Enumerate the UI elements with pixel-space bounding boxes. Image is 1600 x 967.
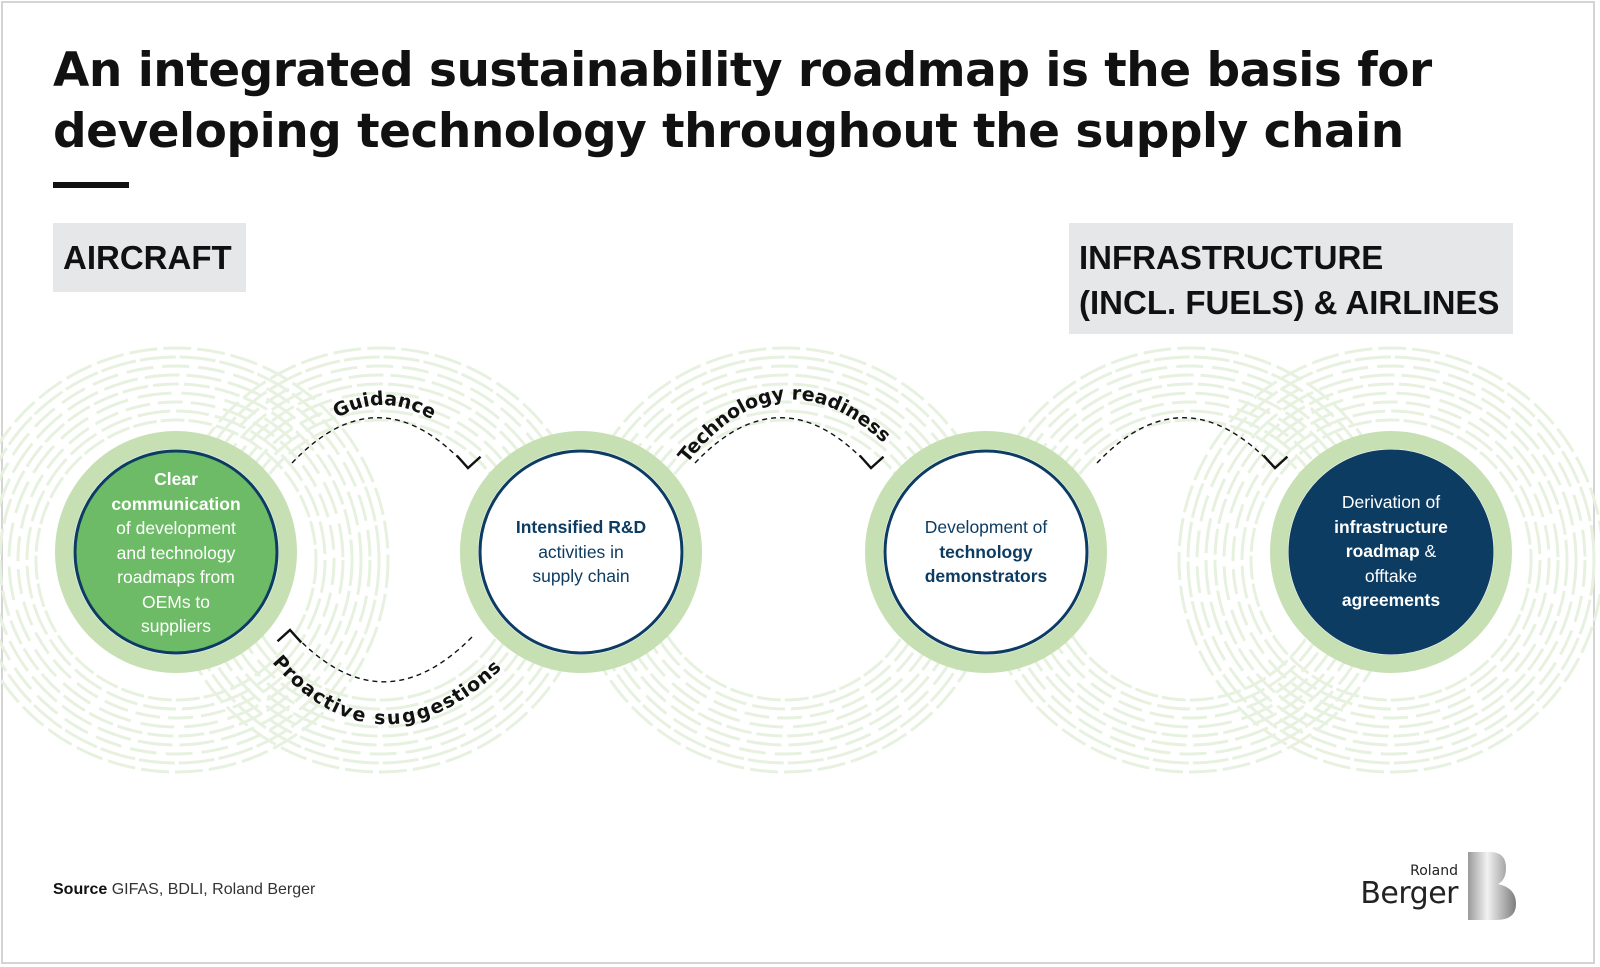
circle-text-line: offtake bbox=[1301, 564, 1481, 589]
background-ring bbox=[0, 373, 363, 747]
title-line-2: developing technology throughout the sup… bbox=[53, 104, 1404, 159]
background-ring bbox=[0, 346, 390, 774]
circle-rnd bbox=[460, 431, 702, 673]
circle-text-segment: Intensified R&D bbox=[515, 517, 647, 537]
circle-text-segment: & bbox=[1419, 541, 1437, 561]
technology-readiness-label: Technology readiness bbox=[674, 382, 895, 466]
infrastructure-label-2: (INCL. FUELS) & AIRLINES bbox=[1079, 284, 1500, 321]
circle-text-segment: Derivation of bbox=[1341, 492, 1441, 512]
background-ring bbox=[0, 364, 372, 756]
circle-text-rnd: Intensified R&D activities in supply chain bbox=[491, 515, 671, 589]
circle-text-segment: of development bbox=[116, 518, 236, 538]
aircraft-tag: AIRCRAFT bbox=[53, 223, 246, 292]
background-ring bbox=[1177, 346, 1600, 774]
background-ring bbox=[0, 355, 381, 765]
technology-readiness-arrow bbox=[694, 417, 885, 470]
circle-text-demonstrators: Development of technology demonstrators bbox=[896, 515, 1076, 589]
circle-text-segment: demonstrators bbox=[924, 566, 1048, 586]
circle-text-line: technology bbox=[896, 540, 1076, 565]
background-ring bbox=[1195, 364, 1587, 756]
source-note: Source GIFAS, BDLI, Roland Berger bbox=[53, 881, 315, 899]
circle-text-segment: technology bbox=[939, 541, 1033, 562]
infrastructure-arrow bbox=[1096, 417, 1289, 470]
circle-text-segment: suppliers bbox=[140, 616, 212, 636]
background-ring bbox=[1213, 382, 1569, 738]
circle-text-line: Intensified R&D bbox=[491, 515, 671, 540]
background-ring bbox=[25, 409, 327, 711]
circle-text-segment: activities in bbox=[538, 541, 624, 562]
title-line-1: An integrated sustainability roadmap is … bbox=[53, 43, 1432, 98]
background-ring bbox=[34, 418, 318, 702]
circle-text-line: Development of bbox=[896, 515, 1076, 540]
background-ring bbox=[1231, 400, 1551, 720]
aircraft-label: AIRCRAFT bbox=[63, 239, 232, 276]
page-title: An integrated sustainability roadmap is … bbox=[53, 40, 1432, 162]
background-ring bbox=[1240, 409, 1542, 711]
circle-text-segment: offtake bbox=[1364, 565, 1418, 586]
circle-text-segment: agreements bbox=[1341, 590, 1441, 610]
circle-text-line: activities in bbox=[491, 540, 671, 565]
circle-text-line: Clear bbox=[86, 467, 266, 492]
infrastructure-tag: INFRASTRUCTURE (INCL. FUELS) & AIRLINES bbox=[1069, 223, 1513, 334]
circle-text-line: roadmaps from bbox=[86, 565, 266, 590]
circle-text-line: supply chain bbox=[491, 564, 671, 589]
circle-text-aircraft: Clear communication of development and tech… bbox=[86, 467, 266, 639]
logo-b-mark-icon bbox=[1468, 852, 1516, 920]
circle-text-line: demonstrators bbox=[896, 564, 1076, 589]
circle-text-line: suppliers bbox=[86, 614, 266, 639]
circle-text-segment: supply chain bbox=[532, 566, 630, 586]
background-ring bbox=[16, 400, 336, 720]
circle-text-segment: and technology bbox=[116, 542, 236, 563]
background-ring bbox=[1186, 355, 1596, 765]
circle-text-line: agreements bbox=[1301, 588, 1481, 613]
circle-text-line: of development bbox=[86, 516, 266, 541]
logo-roland: Roland bbox=[1410, 863, 1458, 879]
circle-infrastructure bbox=[1270, 431, 1512, 673]
logo-berger: Berger bbox=[1360, 876, 1458, 911]
source-label: Source bbox=[53, 881, 108, 898]
guidance-arrow bbox=[291, 417, 482, 470]
title-rule bbox=[53, 182, 129, 188]
proactive-suggestions-arrow bbox=[276, 628, 473, 683]
background-ring bbox=[7, 391, 345, 729]
circle-text-segment: communication bbox=[111, 493, 241, 514]
background-ring bbox=[1204, 373, 1578, 747]
circle-text-segment: Development of bbox=[924, 517, 1048, 537]
guidance-label: Guidance bbox=[329, 388, 439, 424]
circle-text-segment: roadmap bbox=[1345, 541, 1420, 561]
circle-demonstrators bbox=[865, 431, 1107, 673]
circle-text-segment: roadmaps from bbox=[117, 567, 235, 587]
circle-text-line: infrastructure bbox=[1301, 515, 1481, 540]
circle-text-segment: infrastructure bbox=[1334, 516, 1448, 537]
circle-text-line: roadmap & bbox=[1301, 539, 1481, 564]
circle-text-line: Derivation of bbox=[1301, 490, 1481, 515]
circle-text-line: OEMs to bbox=[86, 590, 266, 615]
background-ring bbox=[0, 382, 354, 738]
infrastructure-label-1: INFRASTRUCTURE bbox=[1079, 239, 1384, 276]
circle-text-line: communication bbox=[86, 492, 266, 517]
background-ring bbox=[1222, 391, 1560, 729]
background-ring bbox=[1249, 418, 1533, 702]
circle-text-segment: OEMs to bbox=[141, 591, 211, 612]
circle-text-segment: Clear bbox=[154, 469, 198, 489]
circle-aircraft bbox=[55, 431, 297, 673]
roland-berger-logo: Roland Berger bbox=[1360, 850, 1518, 925]
source-text: GIFAS, BDLI, Roland Berger bbox=[111, 881, 316, 898]
circle-text-line: and technology bbox=[86, 541, 266, 566]
